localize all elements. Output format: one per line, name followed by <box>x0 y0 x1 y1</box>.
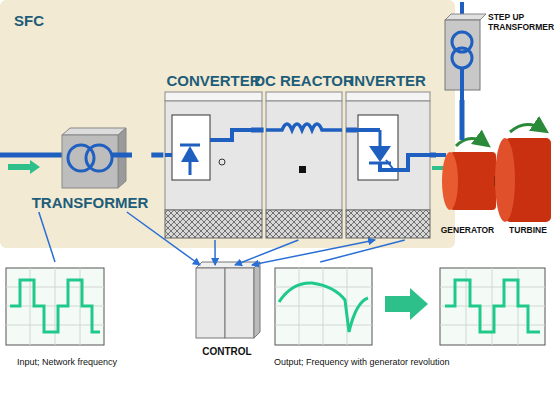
transformer-symbol <box>118 128 126 188</box>
step-up-transformer-symbol <box>452 48 472 68</box>
transformer-symbol <box>62 135 118 188</box>
output-waveform-chart <box>279 283 368 332</box>
power-line <box>430 153 436 158</box>
node-label: CONTROL <box>202 346 251 358</box>
converter-cabinet <box>165 210 262 238</box>
converter-cabinet: CONVERTER <box>163 72 263 240</box>
control-cabinet <box>196 268 225 338</box>
output-waveform-chart <box>275 268 372 345</box>
transformer-symbol <box>62 128 126 135</box>
turbine-symbol <box>510 124 544 132</box>
input-waveform-chart <box>6 268 104 345</box>
reactor-cabinet <box>266 101 342 210</box>
turbine-symbol <box>495 124 551 222</box>
input-waveform-chart <box>6 268 104 345</box>
waveform-chart: Output; Frequency with generator revolut… <box>272 262 554 368</box>
input-line <box>0 153 62 158</box>
input-line <box>8 160 40 174</box>
converter-cabinet <box>180 144 200 147</box>
signal-line <box>127 212 200 265</box>
waveform-chart: Input; Network frequency <box>4 262 130 368</box>
output-waveform-chart <box>440 268 545 345</box>
converter-cabinet <box>189 162 192 175</box>
transformer-symbol <box>86 145 112 171</box>
transformer: TRANSFORMER <box>29 125 152 212</box>
signal-line <box>39 212 55 262</box>
transformer-symbol <box>62 128 132 188</box>
reactor-cabinet <box>266 210 342 238</box>
inverter-cabinet <box>346 101 430 210</box>
step-up-transformer: STEP UP TRANSFORMER <box>440 2 556 100</box>
control-cabinet <box>196 262 260 268</box>
step-up-transformer-symbol <box>460 68 464 100</box>
output-waveform-chart <box>385 288 428 320</box>
sfc-panel: SFC TRANSFORMER CONVERTERDC REACTORINVERTE… <box>0 0 455 248</box>
sfc-panel <box>0 0 455 248</box>
step-up-transformer-symbol <box>445 2 486 100</box>
node-label: TURBINE <box>509 225 547 235</box>
node-label: CONVERTER <box>166 72 260 90</box>
output-waveform-chart <box>445 280 540 332</box>
output-waveform-chart <box>275 268 545 345</box>
converter-cabinet <box>172 115 210 180</box>
control-cabinet <box>254 262 260 338</box>
input-line <box>0 155 62 174</box>
power-line <box>251 128 264 133</box>
power-line <box>151 153 163 158</box>
power-line <box>460 100 465 140</box>
converter-cabinet <box>219 159 225 165</box>
generator: GENERATOR <box>436 140 499 235</box>
inverter-cabinet <box>379 130 382 146</box>
node-label: DC REACTOR <box>254 72 354 90</box>
reactor-cabinet <box>299 166 306 173</box>
node-label: GENERATOR <box>441 225 495 235</box>
node-label: Output; Frequency with generator revolut… <box>274 357 450 368</box>
generator-symbol <box>430 153 446 157</box>
reactor-cabinet: DC REACTOR <box>251 72 357 240</box>
power-line <box>346 128 357 133</box>
turbine: TURBINE <box>500 130 556 235</box>
input-waveform-chart <box>10 280 100 332</box>
node-label: INVERTER <box>350 72 426 90</box>
generator-symbol <box>430 138 504 210</box>
signal-line <box>320 240 405 262</box>
control-box: CONTROL <box>192 265 262 358</box>
node-label: Input; Network frequency <box>17 357 117 368</box>
node-label: STEP UP TRANSFORMER <box>488 12 554 32</box>
node-label: TRANSFORMER <box>32 194 149 212</box>
reactor-cabinet <box>266 92 342 238</box>
converter-cabinet <box>165 153 172 157</box>
inverter-cabinet <box>380 155 430 170</box>
converter-cabinet <box>165 92 262 101</box>
input-waveform-chart <box>6 268 104 345</box>
turbine-symbol <box>495 138 515 222</box>
inverter-cabinet <box>346 128 380 132</box>
converter-cabinet <box>165 101 262 210</box>
inverter-cabinet <box>346 92 452 238</box>
converter-cabinet <box>165 92 262 238</box>
transformer-symbol <box>112 153 132 158</box>
control-cabinet <box>196 262 260 338</box>
inverter-cabinet <box>369 146 391 162</box>
inverter-cabinet <box>346 92 430 101</box>
step-up-transformer-symbol <box>445 14 486 20</box>
sfc-panel <box>0 0 455 248</box>
inverter-cabinet <box>346 210 430 238</box>
reactor-cabinet <box>266 92 342 101</box>
output-waveform-chart <box>275 268 372 345</box>
converter-cabinet <box>181 146 199 162</box>
signal-line <box>214 240 216 265</box>
inverter-cabinet: INVERTER <box>346 72 430 240</box>
control-cabinet <box>225 268 254 338</box>
output-waveform-chart <box>440 268 545 345</box>
reactor-cabinet <box>266 124 342 130</box>
node-label: SFC <box>14 12 44 30</box>
generator-symbol <box>442 152 458 210</box>
